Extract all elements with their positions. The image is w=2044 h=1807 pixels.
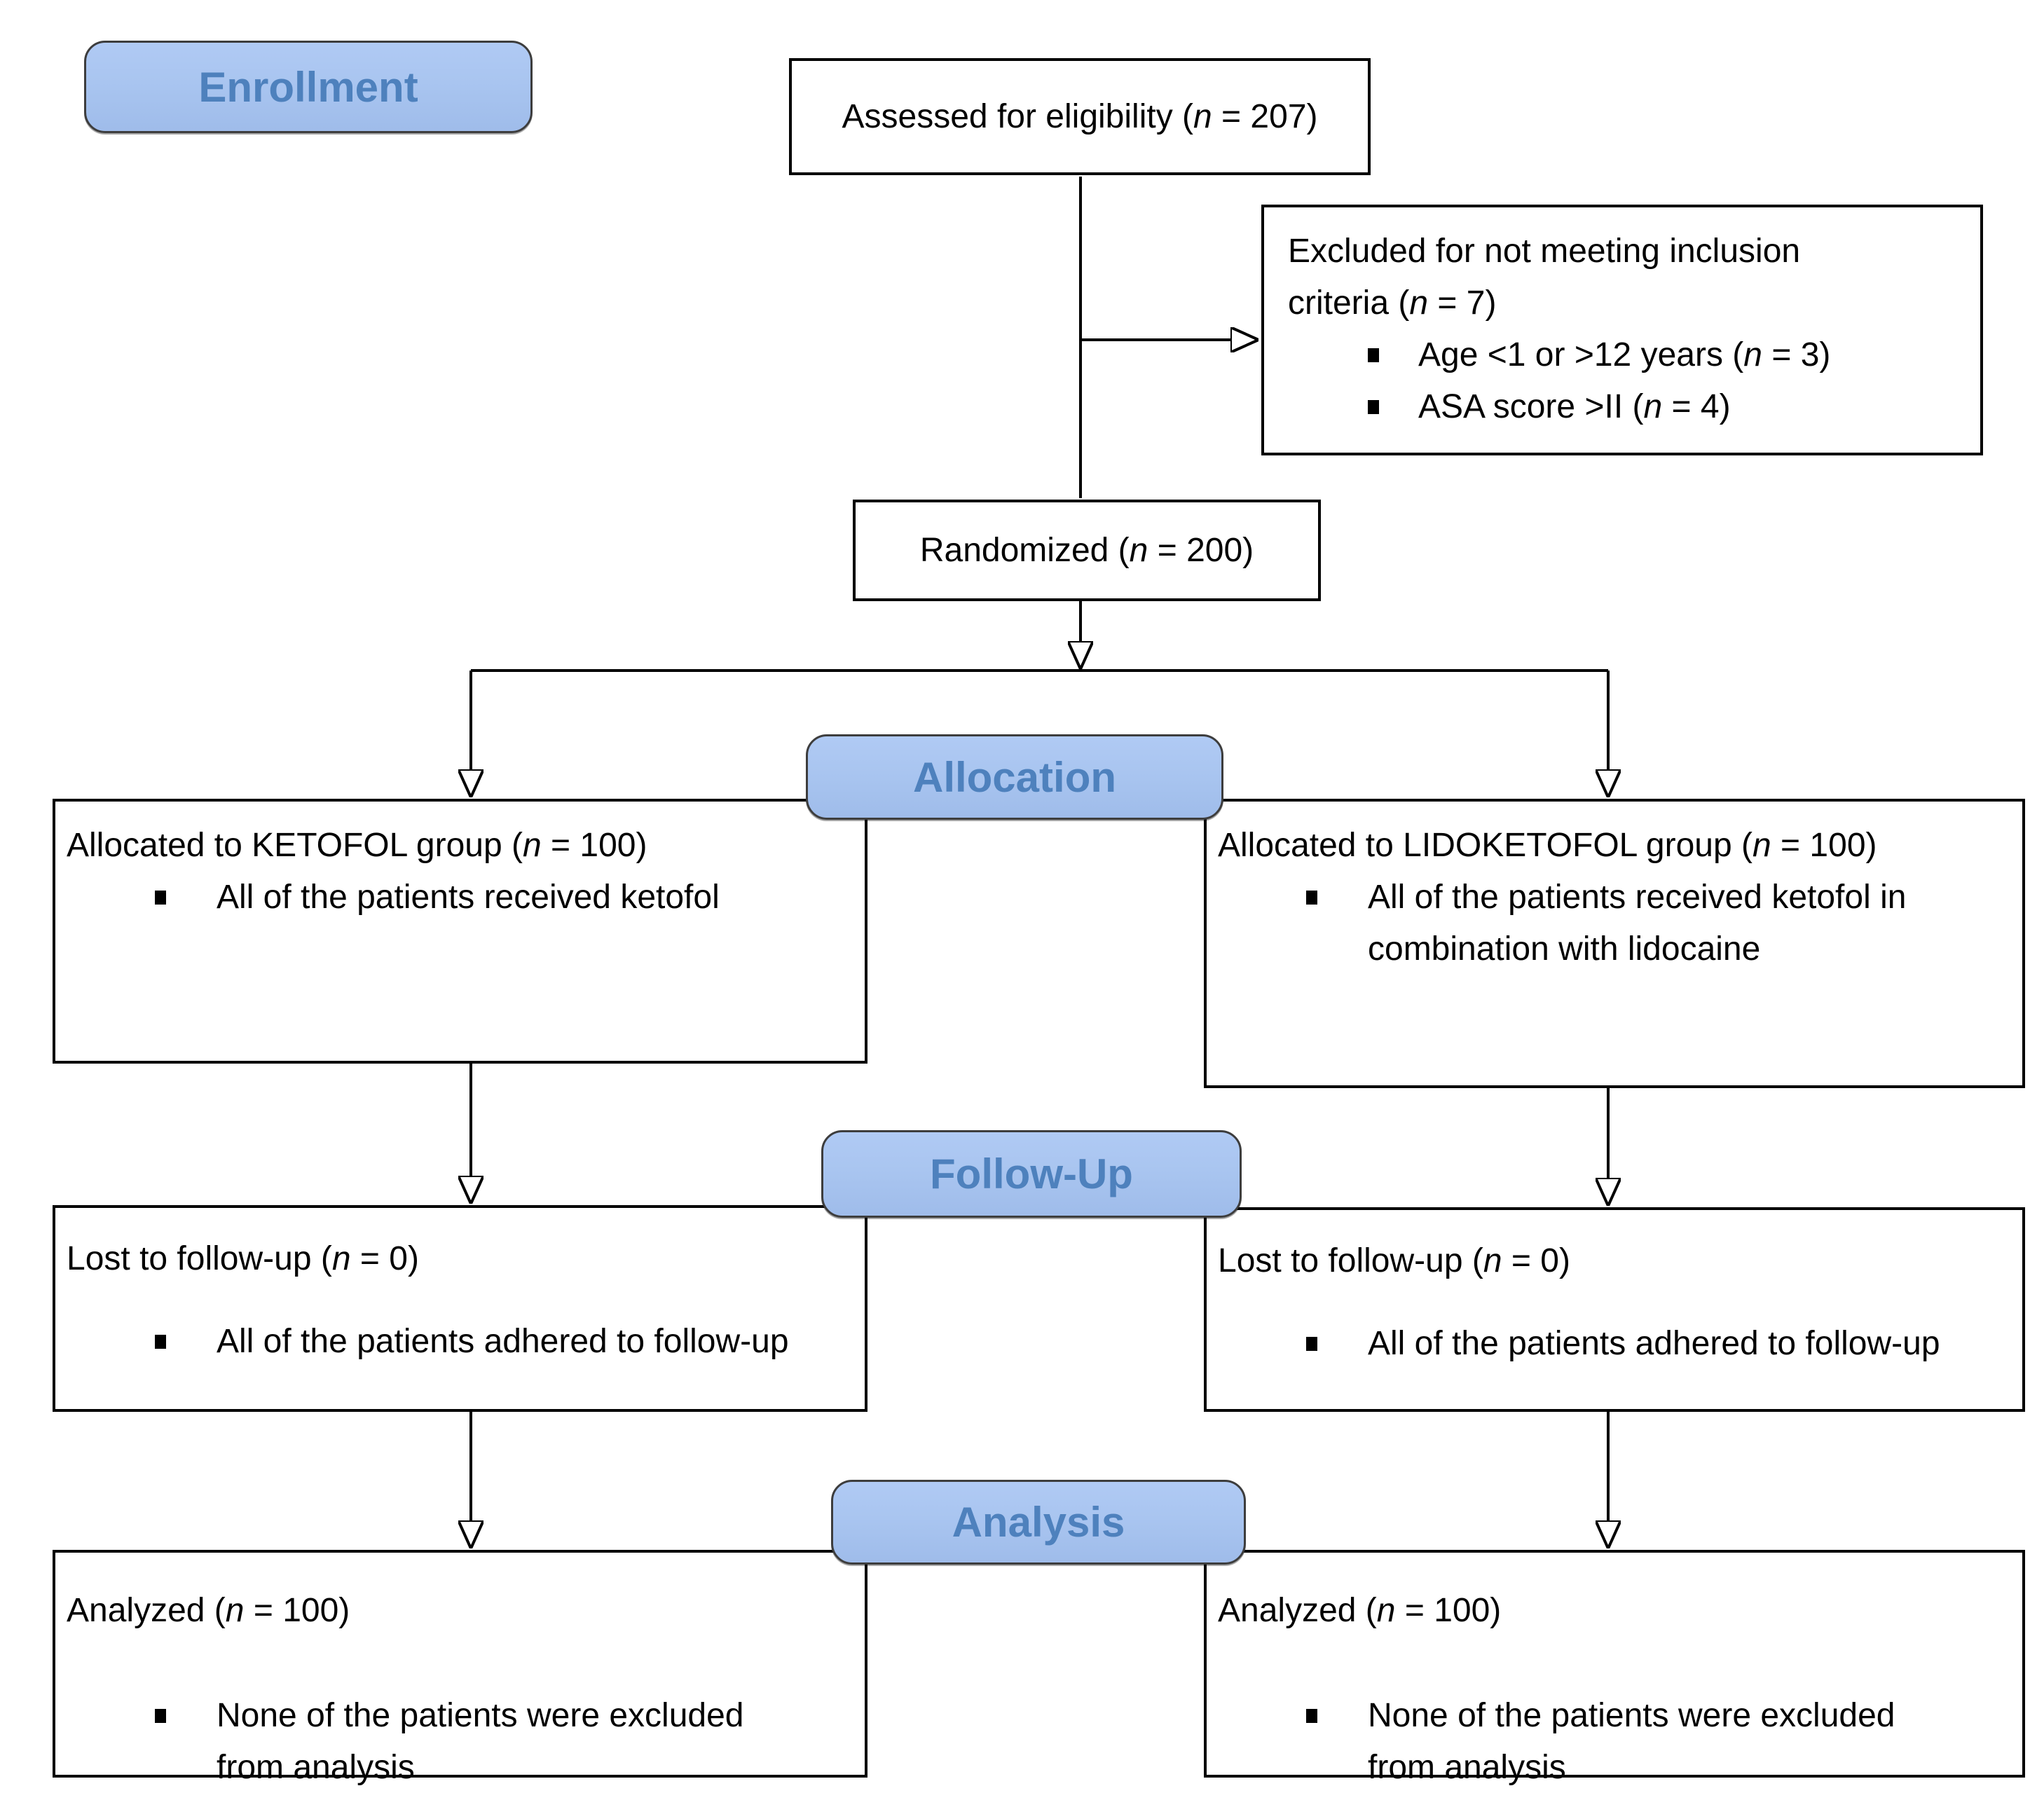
- followup-banner: Follow-Up: [821, 1130, 1242, 1218]
- assessed-eligibility-box: Assessed for eligibility (n = 207): [789, 58, 1371, 175]
- analysis-left-bullet: None of the patients were excluded from …: [155, 1690, 853, 1794]
- allocation-lidoketofol-box: Allocated to LIDOKETOFOL group (n = 100)…: [1204, 799, 2025, 1088]
- analysis-banner-label: Analysis: [952, 1499, 1125, 1546]
- followup-right-box: Lost to follow-up (n = 0) All of the pat…: [1204, 1207, 2025, 1412]
- followup-left-title: Lost to follow-up (n = 0): [67, 1240, 419, 1277]
- square-bullet-icon: [1368, 348, 1379, 362]
- excluded-title: Excluded for not meeting inclusion crite…: [1288, 233, 1801, 322]
- analysis-right-box: Analyzed (n = 100) None of the patients …: [1204, 1550, 2025, 1786]
- allocation-lidoketofol-title: Allocated to LIDOKETOFOL group (n = 100): [1218, 827, 1877, 864]
- square-bullet-icon: [1306, 891, 1317, 905]
- square-bullet-icon: [1306, 1709, 1317, 1723]
- allocation-banner-label: Allocation: [912, 753, 1116, 801]
- assessed-label: Assessed for eligibility (n = 207): [842, 97, 1318, 135]
- allocation-ketofol-bullet: All of the patients received ketofol: [155, 872, 853, 923]
- analysis-right-bullet: None of the patients were excluded from …: [1306, 1690, 2011, 1794]
- followup-right-title: Lost to follow-up (n = 0): [1218, 1242, 1570, 1279]
- square-bullet-icon: [1368, 400, 1379, 414]
- square-bullet-icon: [155, 1335, 166, 1349]
- followup-banner-label: Follow-Up: [930, 1150, 1133, 1197]
- enrollment-banner-label: Enrollment: [198, 63, 418, 111]
- allocation-banner: Allocation: [806, 734, 1223, 820]
- allocation-ketofol-title: Allocated to KETOFOL group (n = 100): [67, 827, 647, 864]
- randomized-label: Randomized (n = 200): [919, 531, 1254, 569]
- followup-right-bullet: All of the patients adhered to follow-up: [1306, 1318, 2011, 1370]
- enrollment-banner: Enrollment: [84, 41, 533, 133]
- excluded-bullet-age: Age <1 or >12 years (n = 3): [1368, 329, 1966, 381]
- analysis-left-box: Analyzed (n = 100) None of the patients …: [53, 1550, 867, 1786]
- followup-left-box: Lost to follow-up (n = 0) All of the pat…: [53, 1205, 867, 1412]
- randomized-box: Randomized (n = 200): [853, 500, 1321, 601]
- square-bullet-icon: [1306, 1337, 1317, 1351]
- excluded-box: Excluded for not meeting inclusion crite…: [1261, 205, 1983, 455]
- analysis-left-title: Analyzed (n = 100): [67, 1592, 350, 1629]
- analysis-right-title: Analyzed (n = 100): [1218, 1592, 1502, 1629]
- square-bullet-icon: [155, 1709, 166, 1723]
- allocation-lidoketofol-bullet: All of the patients received ketofol in …: [1306, 872, 2011, 975]
- square-bullet-icon: [155, 891, 166, 905]
- allocation-ketofol-box: Allocated to KETOFOL group (n = 100) All…: [53, 799, 867, 1064]
- followup-left-bullet: All of the patients adhered to follow-up: [155, 1316, 853, 1368]
- analysis-banner: Analysis: [831, 1480, 1246, 1565]
- excluded-bullet-asa: ASA score >II (n = 4): [1368, 381, 1966, 433]
